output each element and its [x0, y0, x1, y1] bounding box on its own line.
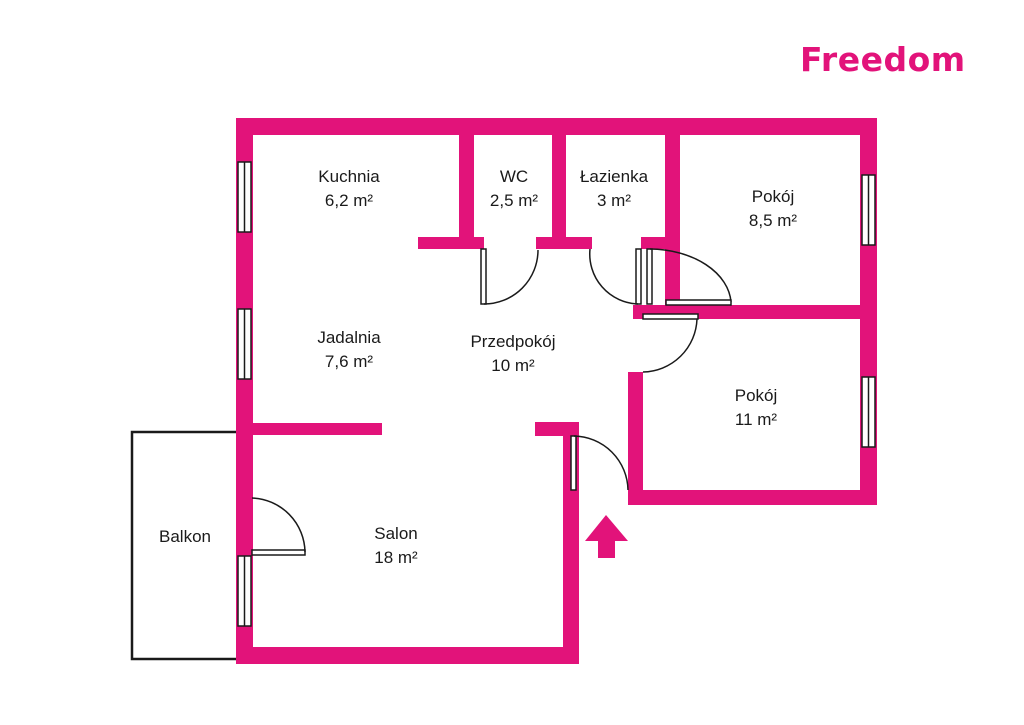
room-pokoj-1: Pokój 8,5 m²: [749, 187, 798, 230]
room-jadalnia: Jadalnia 7,6 m²: [317, 328, 381, 371]
brand-logo: Freedom: [800, 40, 966, 79]
room-labels: Kuchnia 6,2 m² WC 2,5 m² Łazienka 3 m² P…: [159, 167, 797, 567]
window-kitchen: [237, 161, 252, 233]
door-balcony: [251, 497, 306, 556]
windows: [237, 161, 876, 627]
room-name: Pokój: [735, 386, 778, 405]
room-area: 7,6 m²: [325, 352, 374, 371]
room-area: 18 m²: [374, 548, 418, 567]
window-living: [237, 555, 252, 627]
door-room-1: [646, 248, 732, 306]
room-przedpokoj: Przedpokój 10 m²: [470, 332, 555, 375]
door-room-2: [642, 313, 699, 373]
room-name: Salon: [374, 524, 417, 543]
room-name: WC: [500, 167, 528, 186]
room-name: Łazienka: [580, 167, 649, 186]
room-lazienka: Łazienka 3 m²: [580, 167, 649, 210]
room-name: Pokój: [752, 187, 795, 206]
balcony-outline: [130, 430, 236, 661]
window-room-2: [861, 376, 876, 448]
doors: [251, 248, 732, 556]
room-pokoj-2: Pokój 11 m²: [735, 386, 778, 429]
room-name: Kuchnia: [318, 167, 380, 186]
room-name: Przedpokój: [470, 332, 555, 351]
room-kuchnia: Kuchnia 6,2 m²: [318, 167, 380, 210]
room-balkon: Balkon: [159, 527, 211, 546]
room-name: Jadalnia: [317, 328, 381, 347]
room-salon: Salon 18 m²: [374, 524, 418, 567]
room-area: 11 m²: [735, 410, 778, 429]
room-name: Balkon: [159, 527, 211, 546]
room-area: 3 m²: [597, 191, 631, 210]
door-wc: [480, 248, 539, 305]
arrow-up-icon: [585, 515, 628, 558]
room-area: 6,2 m²: [325, 191, 374, 210]
door-bathroom: [589, 248, 642, 305]
window-dining: [237, 308, 252, 380]
room-area: 8,5 m²: [749, 211, 798, 230]
room-area: 10 m²: [491, 356, 535, 375]
door-entrance: [570, 435, 629, 491]
room-wc: WC 2,5 m²: [490, 167, 539, 210]
window-room-1: [861, 174, 876, 246]
room-area: 2,5 m²: [490, 191, 539, 210]
